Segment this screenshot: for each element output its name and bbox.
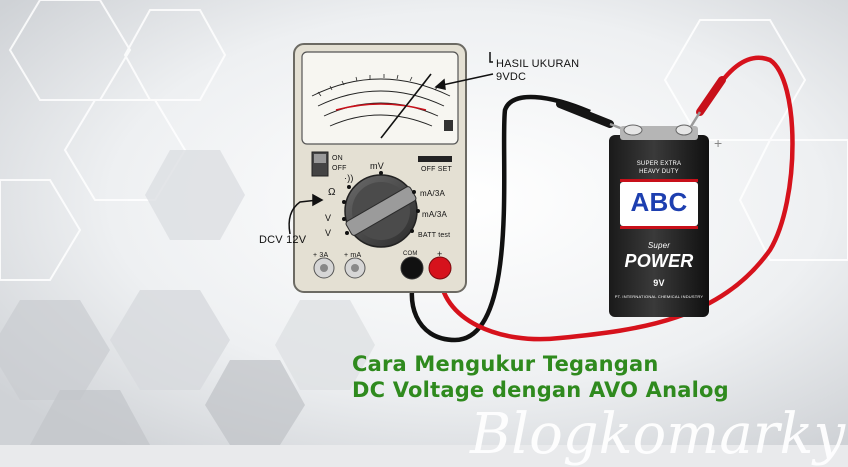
dial-label-batt: BATT test [418, 232, 451, 239]
battery-terminal-positive [675, 124, 693, 136]
battery-text-1: SUPER EXTRA [636, 161, 682, 167]
dial-label-ma-ac: mA/3A [422, 210, 448, 219]
jack-3a-label: + 3A [313, 252, 329, 259]
annotation-arrows [288, 52, 494, 235]
result-label-line2: 9VDC [496, 71, 527, 83]
battery-power: POWER [624, 251, 694, 271]
battery-maker: PT. INTERNATIONAL CHEMICAL INDUSTRY [614, 294, 704, 299]
red-probe [688, 76, 726, 129]
jack-plus-label: + [437, 249, 443, 259]
battery-super: Super [647, 241, 671, 250]
battery-text-2: HEAVY DUTY [639, 169, 679, 175]
title-line2: DC Voltage dengan AVO Analog [352, 378, 729, 402]
jack-ma-label: + mA [344, 252, 362, 259]
mirror-strip [444, 120, 453, 131]
range-setting-label: DCV 12V [259, 234, 307, 246]
dial-label-buzzer: ·)) [344, 173, 354, 183]
background-and-devices [0, 0, 848, 445]
dial-label-ohm: Ω [328, 187, 336, 198]
dial-label-v-dc: V [325, 213, 332, 223]
title-line1: Cara Mengukur Tegangan [352, 352, 659, 376]
battery-plus-mark: + [714, 135, 723, 151]
jack-com-label: COM [403, 251, 418, 257]
result-label-line1: HASIL UKURAN [496, 58, 580, 70]
switch-on-label: ON [332, 155, 343, 162]
zero-adjust-slot [418, 156, 452, 162]
hexagon-shades [0, 150, 375, 445]
red-probe-wire [437, 55, 795, 342]
switch-off-label: OFF [332, 165, 347, 172]
battery-9v [609, 124, 709, 317]
dial-label-mv: mV [370, 161, 384, 171]
analog-multimeter [293, 43, 467, 293]
dial-label-v-ac: V [325, 228, 332, 238]
meter-scale-window [301, 51, 459, 145]
black-probe-wire [409, 94, 591, 343]
jack-com[interactable] [400, 256, 424, 280]
meter-needle [380, 73, 432, 139]
dial-label-ma: mA/3A [420, 189, 446, 198]
battery-brand: ABC [630, 187, 688, 217]
offset-label: OFF SET [421, 166, 452, 173]
battery-voltage: 9V [653, 278, 665, 288]
battery-terminal-negative [623, 124, 643, 136]
jack-positive[interactable] [428, 256, 452, 280]
watermark: Blogkomarky [470, 402, 846, 467]
